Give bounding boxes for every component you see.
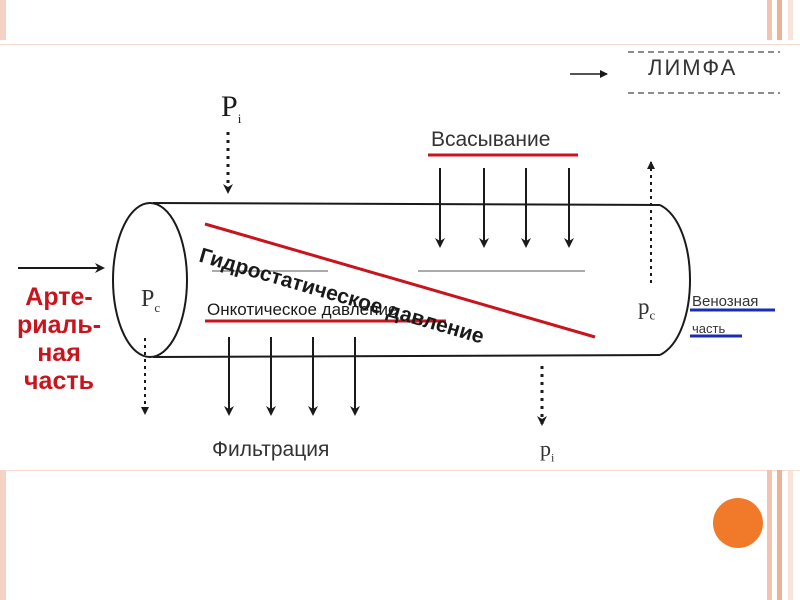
pc-left-subscript: c [154,299,161,315]
arterial-line-2: риаль- [16,311,102,339]
bottom-right-stripe-3 [788,470,793,600]
tube-bottom-edge [152,354,661,358]
pc-right-letter: p [638,294,650,319]
top-right-stripe-1 [767,0,772,40]
top-left-stripe [0,0,6,40]
absorption-label: Всасывание [431,128,551,151]
arterial-line-3: ная [37,339,81,367]
hydrostatic-gradient-line [204,222,596,339]
bottom-right-stripe-1 [767,470,772,600]
top-right-stripe-3 [788,0,793,40]
oncotic-pressure-label: Онкотическое давление [207,300,398,319]
pc-left-label: Pc [141,286,160,316]
bottom-left-stripe [0,470,6,600]
pi-bottom-label: pi [540,436,554,465]
top-right-stripe-2 [777,0,782,40]
bottom-divider-line [0,470,800,471]
pc-right-subscript: c [649,307,656,323]
pi-bottom-letter: p [540,436,551,461]
capillary-tube [112,202,691,358]
arterial-line-1: Арте- [25,283,93,311]
venous-line-1: Венозная [692,293,759,310]
venous-line-2: часть [692,321,726,336]
filtration-label: Фильтрация [212,438,330,461]
pi-top-label: Pi [221,90,241,127]
tube-top-edge [152,202,661,206]
lymph-label: ЛИМФА [648,55,738,80]
pc-left-letter: P [141,286,155,312]
pc-right-label: pc [638,294,655,324]
absorption-arrows [435,168,574,248]
bottom-right-stripe-2 [777,470,782,600]
filtration-arrows [224,337,360,416]
pi-top-letter: P [221,90,238,123]
top-divider-line [0,44,800,45]
venous-part-label: Венозная часть [692,288,758,342]
arterial-part-label: Арте- риаль- ная часть [10,283,108,395]
arterial-line-4: часть [24,367,94,395]
tube-right-end [659,204,691,356]
tube-left-opening [112,202,188,358]
pi-top-subscript: i [237,111,242,126]
orange-dot [713,498,763,548]
pi-bottom-subscript: i [551,450,555,465]
